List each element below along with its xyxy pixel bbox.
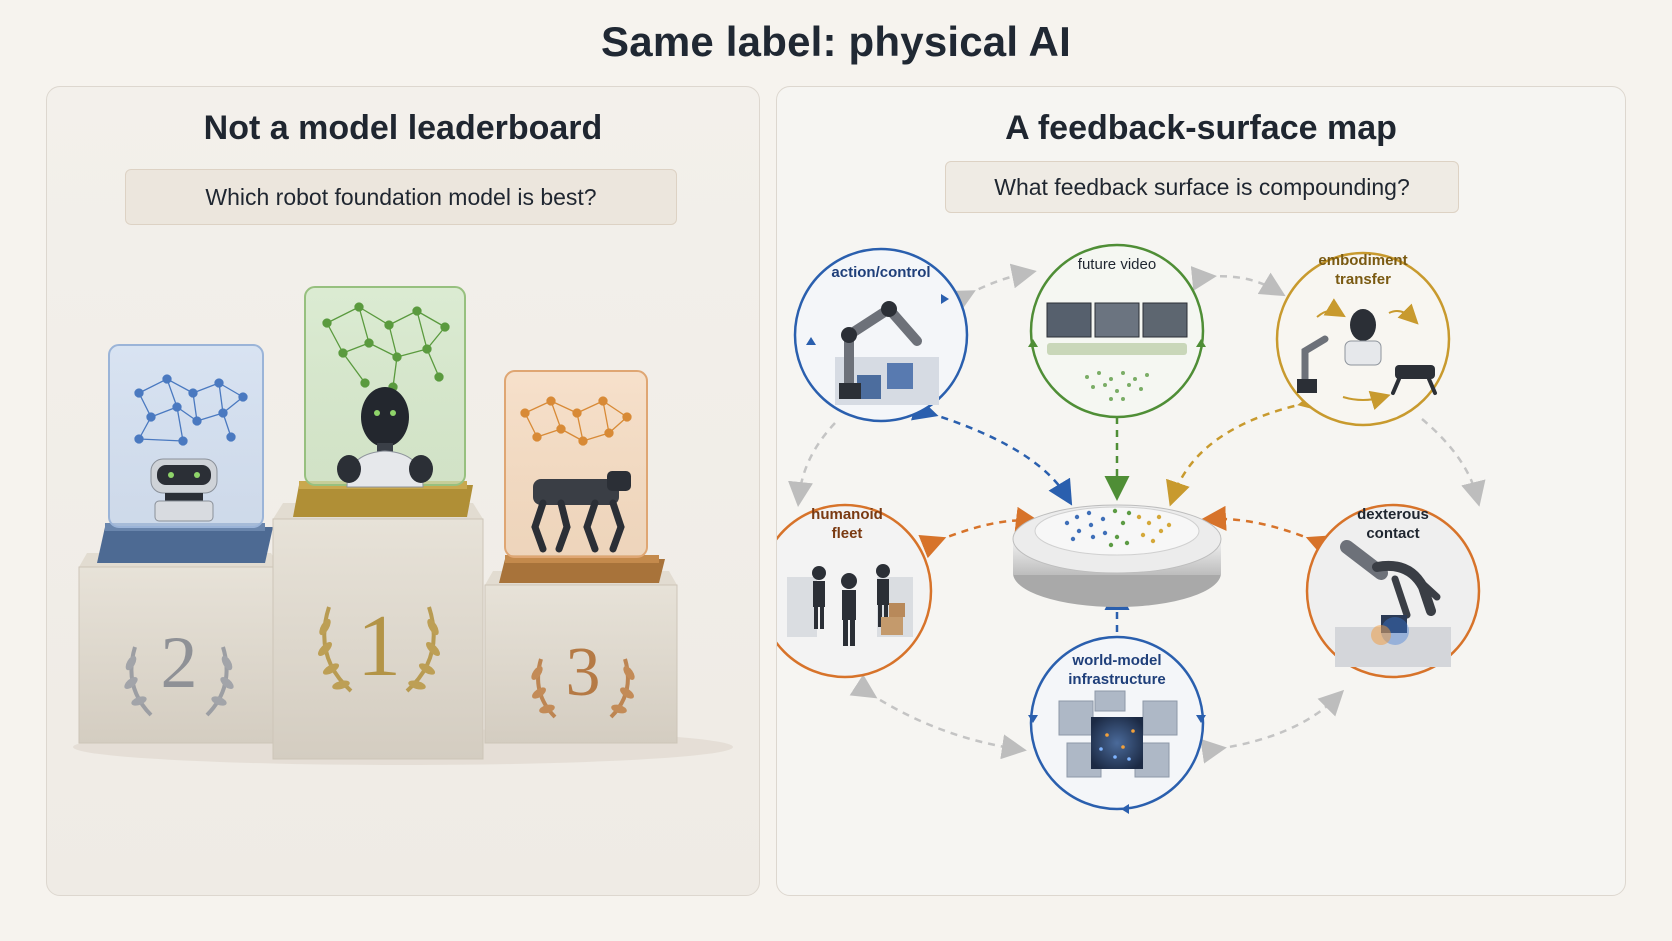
node-embodiment-transfer <box>1275 251 1451 427</box>
third-place-number: 3 <box>566 634 601 711</box>
podium-third: 3 <box>484 370 678 744</box>
feedback-map-panel: A feedback-surface map What feedback sur… <box>776 86 1626 896</box>
leaderboard-question: Which robot foundation model is best? <box>125 169 677 225</box>
node-dexterous-contact <box>1305 503 1481 679</box>
leaderboard-title: Not a model leaderboard <box>203 109 603 147</box>
label-embodiment-transfer: embodiment transfer <box>1318 252 1408 288</box>
node-action-control <box>793 247 969 423</box>
podium-first: 1 <box>272 286 484 760</box>
second-place-number: 2 <box>161 622 198 704</box>
feedback-map-title: A feedback-surface map <box>1005 109 1397 147</box>
node-future-video <box>1028 243 1206 419</box>
podium-second: 2 <box>78 344 280 744</box>
feedback-surface-diagram <box>777 243 1486 814</box>
podium-illustration: 2 <box>73 286 733 765</box>
feedback-map-question: What feedback surface is compounding? <box>945 161 1459 213</box>
leaderboard-panel: Not a model leaderboard Which robot foun… <box>46 86 760 896</box>
central-hub <box>1012 504 1222 607</box>
node-humanoid-fleet <box>777 503 933 679</box>
label-world-model-infrastructure: world-model infrastructure <box>1068 652 1166 688</box>
label-action-control: action/control <box>831 264 931 281</box>
label-humanoid-fleet: humanoid fleet <box>811 506 883 542</box>
node-world-model <box>1028 635 1206 814</box>
first-place-number: 1 <box>357 598 401 695</box>
main-title: Same label: physical AI <box>601 18 1071 65</box>
label-future-video: future video <box>1077 256 1157 273</box>
label-dexterous-contact: dexterous contact <box>1357 506 1429 542</box>
